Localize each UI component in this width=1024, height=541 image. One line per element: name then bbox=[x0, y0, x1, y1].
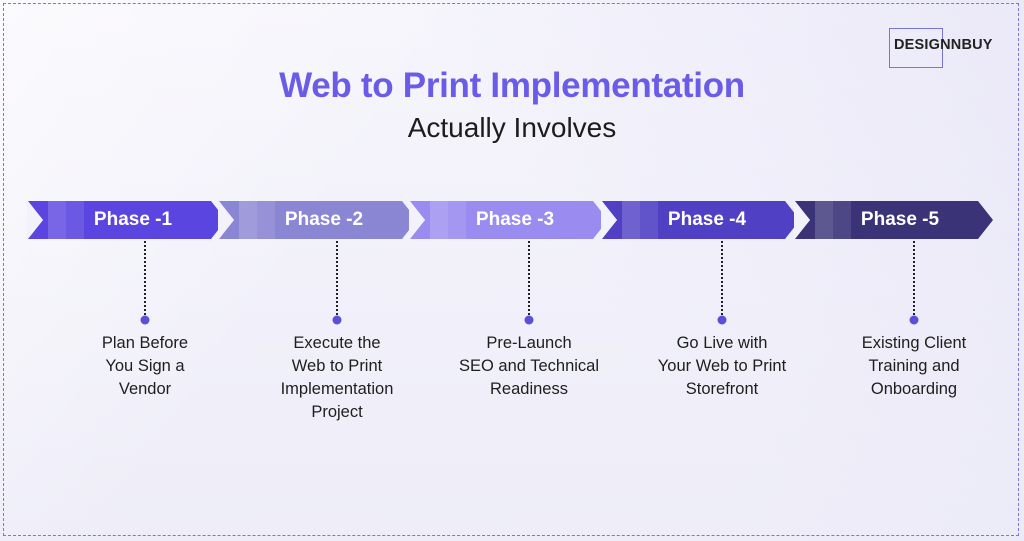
phase-description-line: Vendor bbox=[118, 380, 172, 398]
phase-description-line: Go Live with bbox=[676, 334, 768, 352]
logo-box bbox=[889, 28, 943, 68]
phase-description-line: SEO and Technical bbox=[458, 357, 600, 375]
phase-description-line: Pre-Launch bbox=[486, 334, 572, 352]
phase-description-line: Project bbox=[311, 403, 363, 421]
phase-description-line: Training and bbox=[868, 357, 960, 375]
phase-notch bbox=[218, 201, 234, 239]
brand-logo: DESIGNNBUY bbox=[894, 37, 993, 53]
phase-stripe bbox=[430, 201, 448, 239]
phase-arrow-5 bbox=[794, 201, 993, 325]
phase-description-line: Your Web to Print bbox=[657, 357, 787, 375]
phase-label-1: Phase -1 bbox=[93, 209, 173, 230]
phase-arrow-4 bbox=[601, 201, 800, 325]
phase-notch bbox=[27, 201, 43, 239]
phase-stripe bbox=[815, 201, 833, 239]
phase-stripe bbox=[622, 201, 640, 239]
page-subtitle: Actually Involves bbox=[407, 112, 617, 143]
phase-dot bbox=[332, 315, 342, 325]
page-title: Web to Print Implementation bbox=[279, 66, 745, 105]
phase-arrow-3 bbox=[409, 201, 608, 325]
phase-description-line: Web to Print bbox=[291, 357, 383, 375]
phase-dot bbox=[909, 315, 919, 325]
phase-arrow-1 bbox=[27, 201, 226, 325]
phase-stripe bbox=[640, 201, 658, 239]
phase-description-line: Existing Client bbox=[861, 334, 967, 352]
phase-stripe bbox=[833, 201, 851, 239]
phase-description-line: Onboarding bbox=[870, 380, 958, 398]
phase-dot bbox=[140, 315, 150, 325]
phase-description-line: Plan Before bbox=[101, 334, 189, 352]
phase-label-2: Phase -2 bbox=[284, 209, 364, 230]
phase-stripe bbox=[257, 201, 275, 239]
phase-stripe bbox=[66, 201, 84, 239]
phase-label-5: Phase -5 bbox=[860, 209, 940, 230]
phase-stripe bbox=[48, 201, 66, 239]
phase-description-line: Readiness bbox=[490, 380, 568, 398]
phase-notch bbox=[794, 201, 810, 239]
phase-description-line: Execute the bbox=[293, 334, 381, 352]
dashed-frame bbox=[3, 3, 1019, 536]
phase-stripe bbox=[448, 201, 466, 239]
phase-dot bbox=[717, 315, 727, 325]
phase-description-line: Implementation bbox=[280, 380, 394, 398]
phase-label-3: Phase -3 bbox=[475, 209, 555, 230]
phase-description-line: You Sign a bbox=[105, 357, 185, 375]
phase-notch bbox=[601, 201, 617, 239]
phase-stripe bbox=[239, 201, 257, 239]
phase-arrow-2 bbox=[218, 201, 417, 325]
phase-description-line: Storefront bbox=[685, 380, 759, 398]
phase-notch bbox=[409, 201, 425, 239]
phase-dot bbox=[524, 315, 534, 325]
phase-label-4: Phase -4 bbox=[667, 209, 747, 230]
